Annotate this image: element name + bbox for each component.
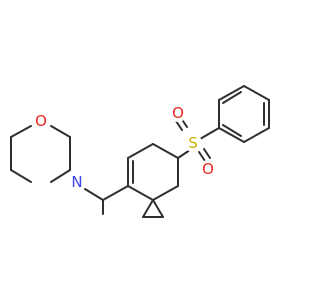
ring-bond xyxy=(127,143,154,159)
morpholine-bond xyxy=(50,169,71,183)
atom-label-o: O xyxy=(35,112,47,130)
atom-label-n: N xyxy=(71,173,82,191)
ring-bond xyxy=(152,185,179,201)
atom-label-o: O xyxy=(172,104,184,122)
phenyl-double-bond xyxy=(222,124,242,137)
atom-oxygen-sulfonyl-bottom: O xyxy=(199,160,217,178)
morpholine-bond xyxy=(10,169,32,183)
atom-oxygen-morpholine: O xyxy=(32,112,50,130)
atom-nitrogen-morpholine: N xyxy=(68,173,86,191)
cyclopropane-bond xyxy=(152,199,164,218)
s-phenyl-bond xyxy=(199,127,220,140)
molecule-diagram: O N S O O xyxy=(10,85,270,218)
atom-label-o: O xyxy=(202,160,214,178)
ring-bond xyxy=(152,143,179,159)
linker-n-bond xyxy=(84,188,104,201)
s-o-double-bond xyxy=(175,120,183,131)
phenyl-bond xyxy=(243,85,270,101)
ring-bond xyxy=(127,185,154,201)
s-o-double-bond xyxy=(198,151,206,162)
linker-bond xyxy=(102,185,129,201)
atom-oxygen-sulfonyl-top: O xyxy=(169,104,187,122)
morpholine-bond xyxy=(10,125,32,138)
phenyl-double-bond xyxy=(222,91,242,104)
phenyl-bond xyxy=(243,127,270,143)
s-o-double-bond xyxy=(203,148,211,159)
atom-sulfur: S xyxy=(184,134,202,152)
atom-label-s: S xyxy=(188,134,198,152)
phenyl-bond xyxy=(218,85,245,101)
phenyl-bond xyxy=(218,127,245,143)
cyclopropane-bond xyxy=(142,199,154,218)
morpholine-bond xyxy=(50,125,71,138)
bond-skeleton xyxy=(10,85,270,218)
